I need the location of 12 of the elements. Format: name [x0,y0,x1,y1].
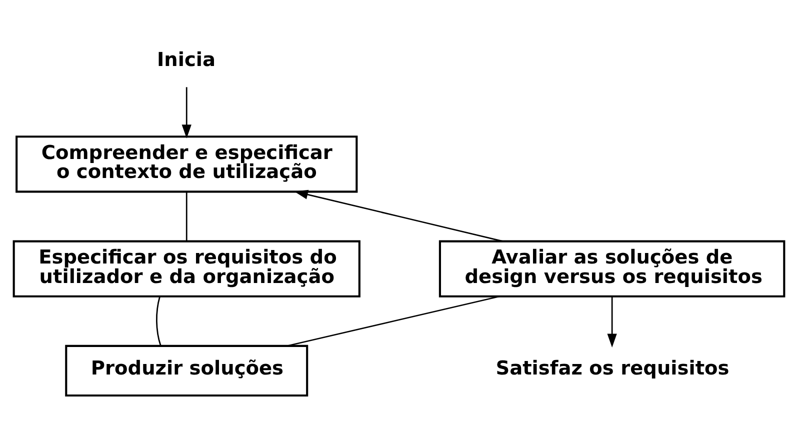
connector [186,191,188,240]
arrow [182,86,192,138]
arrow [607,296,617,347]
node-box: Avaliar as soluções de design versus os requisitos [438,240,786,297]
node-box: Especificar os requisitos do utilizador e da organização [12,240,360,297]
node-box: Compreender e especificar o contexto de utilização [16,135,358,192]
connector [287,295,500,346]
arrow [294,189,503,242]
node-text: Satisfaz os requisitos [496,356,730,379]
node-text: Inicia [157,48,216,71]
connector [156,296,162,346]
node-box: Produzir soluções [65,344,308,396]
